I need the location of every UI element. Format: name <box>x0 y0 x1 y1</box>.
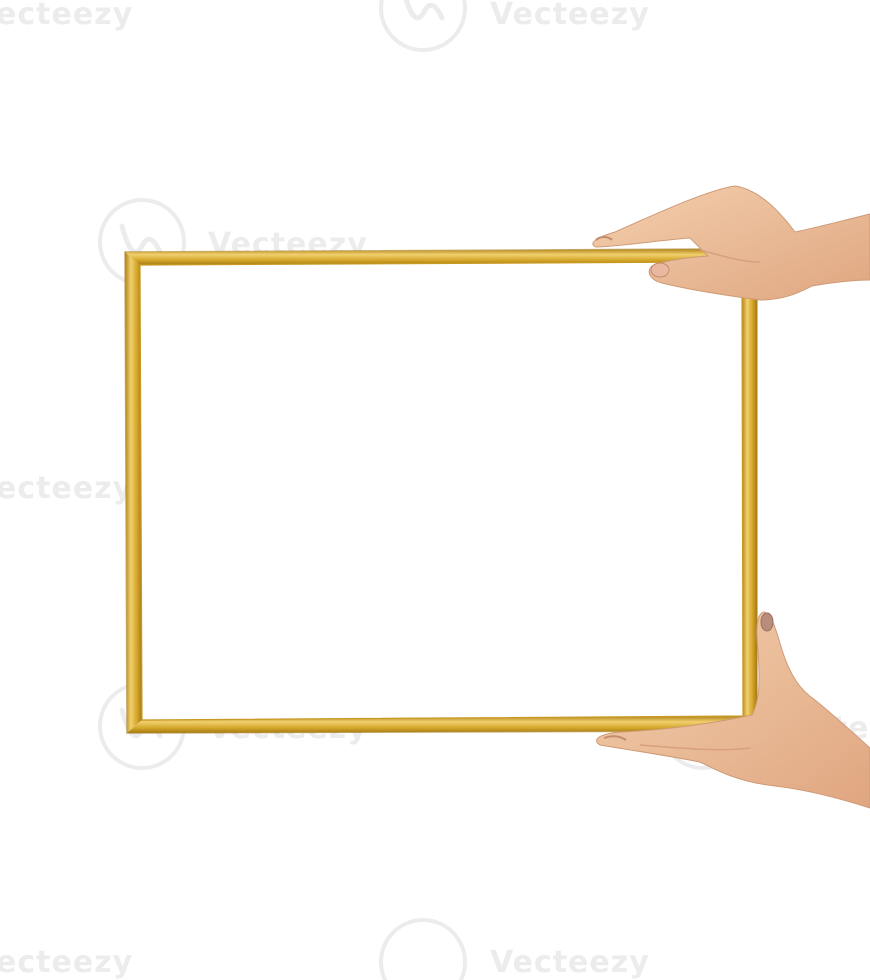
frame-top-bar <box>125 249 722 265</box>
lower-right-hand <box>596 611 870 809</box>
thumbnail-detail <box>595 236 613 241</box>
gold-picture-frame <box>124 248 758 734</box>
hand-shape <box>596 611 870 809</box>
thumbnail-detail <box>760 612 774 632</box>
frame-bottom-bar <box>127 716 745 733</box>
knuckle-crease <box>699 249 761 263</box>
upper-right-hand <box>592 185 870 301</box>
vecteezy-logo-icon <box>403 0 445 21</box>
fingernail-detail <box>650 262 670 278</box>
finger-crease <box>639 744 751 751</box>
watermark-text: ecteezy <box>0 0 133 32</box>
watermark-text: ecteezy <box>0 471 133 506</box>
vecteezy-logo-icon <box>379 0 467 52</box>
frame-left-bar <box>125 252 142 733</box>
watermark-bottom: ecteezy Vecteezy <box>0 918 650 980</box>
frame-right-bar <box>742 296 757 731</box>
watermark-top: ecteezy Vecteezy <box>0 0 650 52</box>
vecteezy-logo-icon <box>379 918 467 980</box>
watermark-text: Vecteezy <box>490 945 650 980</box>
watermark-text: Vecteezy <box>490 0 650 32</box>
fingernail-detail <box>603 735 627 741</box>
vecteezy-logo-icon <box>119 223 163 255</box>
frame-inner-area <box>139 261 744 721</box>
watermark-text: ecteezy <box>0 945 133 980</box>
